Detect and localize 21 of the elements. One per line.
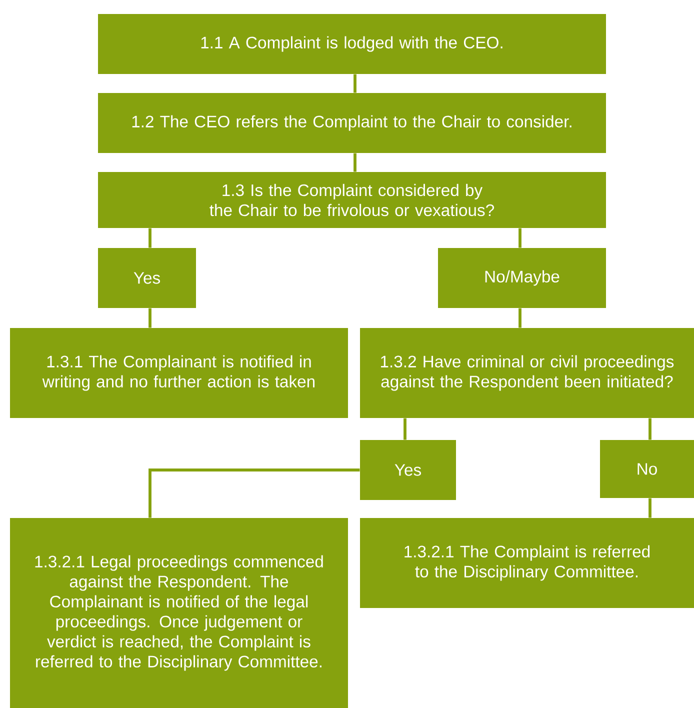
- answer-box: Yes: [360, 440, 456, 500]
- outcome-box: 1.3.1 The Complainant is notified in writing and no further action is taken: [10, 328, 348, 418]
- decision-box: 1.3.2 Have criminal or civil proceedings against the Respondent been initiated?: [360, 328, 694, 418]
- answer-box: No/Maybe: [438, 248, 606, 308]
- connector-line: [648, 498, 652, 518]
- decision-box: 1.3 Is the Complaint considered by the Chair to be frivolous or vexatious?: [98, 172, 606, 228]
- outcome-box: 1.3.2.1 Legal proceedings commenced against the Respondent. The Complainant is notified of the legal proceedings. Once judgement or verdict is reached, the Complaint is referred to the Disciplinary Committee.: [10, 518, 348, 708]
- connector-line: [148, 228, 152, 248]
- connector-line: [518, 308, 522, 328]
- connector-line: [354, 74, 356, 93]
- process-box: 1.2 The CEO refers the Complaint to the Chair to consider.: [98, 93, 606, 153]
- connector-line: [518, 228, 522, 248]
- connector-line: [148, 308, 152, 328]
- process-box: 1.1 A Complaint is lodged with the CEO.: [98, 14, 606, 74]
- answer-box: No: [600, 440, 694, 498]
- connector-line: [404, 418, 406, 440]
- outcome-box: 1.3.2.1 The Complaint is referred to the Disciplinary Committee.: [360, 518, 694, 608]
- connector-line: [648, 418, 652, 440]
- connector-line: [148, 468, 360, 518]
- connector-line: [354, 153, 356, 172]
- answer-box: Yes: [98, 248, 196, 308]
